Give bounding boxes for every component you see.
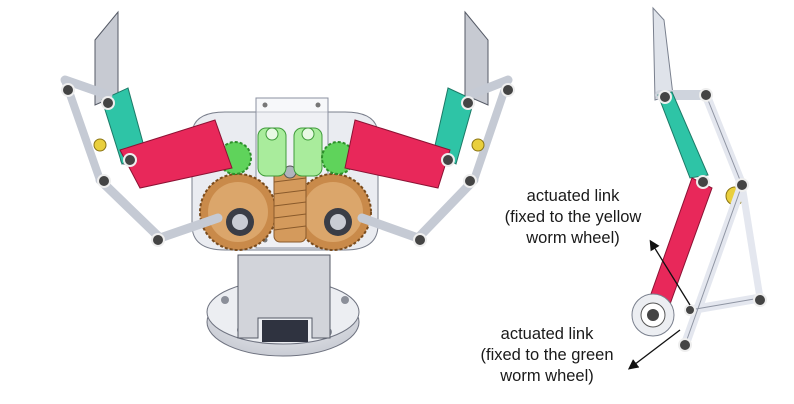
upper-label-line2: (fixed to the yellow [504,208,642,226]
upper-label-line3: worm wheel) [526,229,620,247]
right-finger [344,10,515,247]
central-worm-shaft [273,165,307,243]
finger-side-view [631,6,767,352]
upper-actuated-link-label: actuated link (fixed to the yellow worm … [488,186,658,249]
annotation-arrows [627,239,691,370]
right-actuated-link [344,119,451,189]
motor-body [262,320,308,342]
bronze-spur-gears [199,173,372,251]
motor-mount-bracket [237,254,331,342]
upper-label-line1: actuated link [526,187,620,205]
right-yellow-wheel [471,138,485,152]
lower-label-arrow [627,329,681,370]
lower-actuated-link-label: actuated link (fixed to the green worm w… [462,324,632,387]
left-finger [60,10,233,247]
upper-label-arrow [649,239,691,306]
lower-label-line2: (fixed to the green [480,346,614,364]
side-teal-bracket [657,91,709,179]
gripper-assembly-3d [60,10,515,357]
lower-label-line3: worm wheel) [500,367,594,385]
left-actuated-link [119,119,233,189]
left-yellow-wheel [93,138,107,152]
lower-label-line1: actuated link [500,325,594,343]
right-finger-plate [464,10,489,106]
